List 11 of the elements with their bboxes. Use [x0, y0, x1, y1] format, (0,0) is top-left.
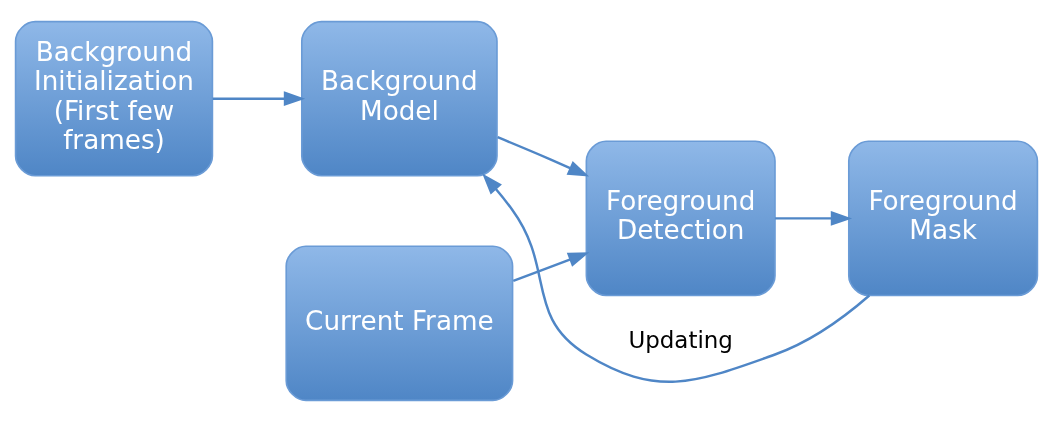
edge-label: Updating: [628, 327, 733, 354]
node-box: Background Initialization (First few frames): [14, 20, 214, 177]
arrow: [212, 91, 306, 107]
node-box: Foreground Detection: [585, 140, 776, 297]
node-box: Current Frame: [285, 245, 514, 402]
arrow: [482, 173, 871, 383]
node-box: Background Model: [301, 20, 498, 177]
arrow: [775, 210, 853, 226]
node-box: Foreground Mask: [847, 140, 1039, 297]
arrow: [497, 136, 590, 177]
arrow: [512, 252, 590, 283]
